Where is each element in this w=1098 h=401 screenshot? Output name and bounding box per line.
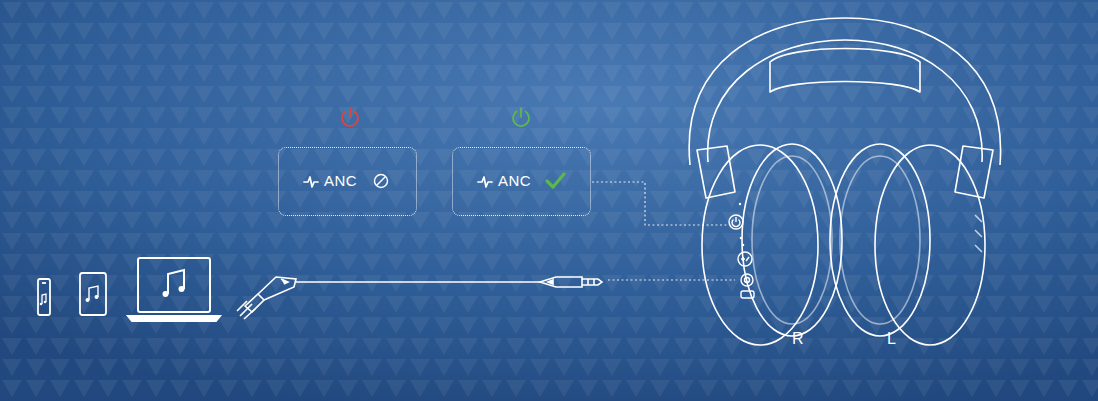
mode-label: ANC [324,172,357,189]
laptop-icon [128,258,220,321]
mode-box: ANC [452,147,591,216]
waveform-icon [477,175,493,189]
headphone-buttons [729,203,754,298]
phone-icon [38,279,50,315]
check-mark [544,170,566,192]
leader-line [608,279,735,280]
disabled-mark [370,170,392,192]
mode-label: ANC [498,172,531,189]
mode-box: ANC [278,147,417,216]
side-label: L [887,330,896,348]
waveform-icon [303,175,319,189]
headphones [689,18,1000,345]
power-on-icon [513,108,529,126]
audio-cable [237,277,602,319]
tablet-icon [80,273,106,315]
power-off-icon [342,108,358,126]
side-label: R [792,330,804,348]
